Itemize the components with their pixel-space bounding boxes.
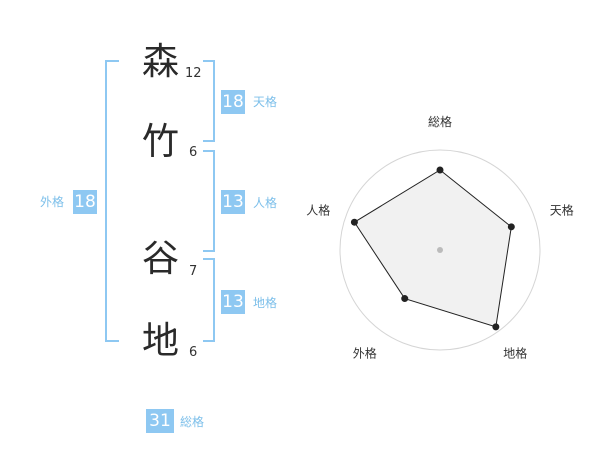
radar-point xyxy=(436,166,444,174)
tenkaku-value: 18 xyxy=(221,90,245,114)
jinkaku-bracket xyxy=(203,150,215,252)
tenkaku-bracket xyxy=(203,60,215,142)
radar-axis-label: 地格 xyxy=(503,346,527,361)
name-char-3: 谷 xyxy=(142,237,179,280)
radar-axis-label: 総格 xyxy=(428,114,452,129)
chikaku-bracket xyxy=(203,258,215,342)
name-char-4: 地 xyxy=(142,319,179,362)
chikaku-label: 地格 xyxy=(253,296,278,310)
soukaku-value: 31 xyxy=(146,409,174,433)
name-char-2: 竹 xyxy=(142,120,179,163)
jinkaku-label: 人格 xyxy=(253,196,278,210)
radar-axis-label: 外格 xyxy=(353,346,377,361)
stroke-count-1: 12 xyxy=(185,66,202,81)
chikaku-value: 13 xyxy=(221,290,245,314)
tenkaku-label: 天格 xyxy=(253,95,278,109)
radar-point xyxy=(401,295,409,303)
radar-polygon xyxy=(353,169,512,328)
radar-axis-label: 天格 xyxy=(550,202,574,217)
radar-points xyxy=(350,166,515,331)
stroke-count-3: 7 xyxy=(189,264,198,279)
radar-point xyxy=(350,218,358,226)
gaikaku-label: 外格 xyxy=(40,195,65,209)
radar-axis-label: 人格 xyxy=(306,202,330,217)
name-char-1: 森 xyxy=(142,40,179,83)
gaikaku-bracket xyxy=(105,60,119,342)
radar-center-dot xyxy=(437,247,443,253)
soukaku-label: 総格 xyxy=(180,415,205,429)
gaikaku-value: 18 xyxy=(73,190,97,214)
stroke-count-4: 6 xyxy=(189,345,198,360)
radar-point xyxy=(492,323,500,331)
stroke-count-2: 6 xyxy=(189,145,198,160)
radar-point xyxy=(507,223,515,231)
jinkaku-value: 13 xyxy=(221,190,245,214)
